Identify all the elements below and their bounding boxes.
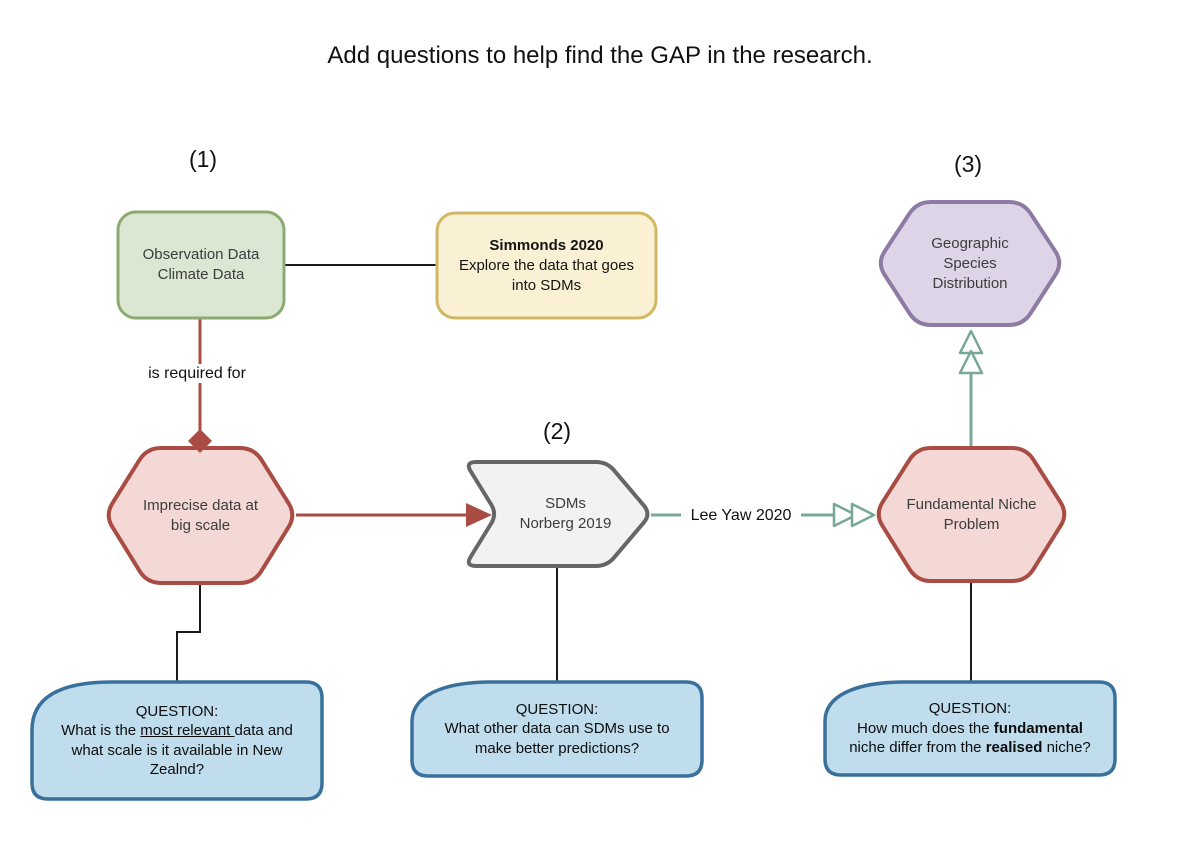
node-fundamental-hexagon: [876, 446, 1067, 583]
question-line: niche differ from the realised niche?: [849, 738, 1091, 758]
step-label-3: (3): [953, 151, 983, 177]
node-line: Species: [943, 254, 997, 272]
node-fundamental-text: Fundamental Niche Problem: [875, 448, 1068, 581]
question-text-part: niche differ from the: [849, 739, 986, 757]
node-line: Climate Data: [157, 266, 245, 283]
double-chevron-right-icon: [832, 502, 858, 528]
diagram-title: Add questions to help find the GAP in th…: [327, 42, 873, 69]
node-geographic-hexagon: [878, 200, 1062, 327]
node-simmonds-shape: [435, 211, 658, 320]
step-label-2: (2): [542, 418, 572, 444]
node-geographic-text: Geographic Species Distribution: [877, 202, 1063, 325]
question2-box: [410, 680, 704, 778]
node-line: Imprecise data at: [142, 496, 259, 514]
edge-label-is-required-for: is required for: [134, 364, 260, 383]
double-chevron-up-icon: [958, 349, 984, 375]
node-title-line: Simmonds 2020: [489, 236, 604, 254]
node-sdms-chevron: [466, 460, 650, 568]
node-line: Observation Data: [142, 246, 260, 263]
question-header: QUESTION:: [135, 702, 219, 720]
node-imprecise-text: Imprecise data at big scale: [105, 448, 296, 583]
shape-layer: [30, 200, 1117, 801]
node-line: Explore the data that goes: [458, 256, 635, 274]
node-line: big scale: [170, 516, 231, 534]
question-header: QUESTION:: [928, 700, 1012, 718]
double-chevron-right-icon: [850, 502, 876, 528]
edge-imprecise-to-question1: [176, 583, 201, 684]
node-line: Distribution: [932, 274, 1008, 292]
node-observation-data-text: Observation Data Climate Data: [118, 212, 284, 318]
question-text-bold: realised: [985, 739, 1043, 757]
question-text-bold: fundamental: [993, 719, 1083, 737]
question-line: How much does the fundamental: [857, 719, 1083, 739]
node-line: Fundamental Niche: [906, 495, 1037, 513]
node-simmonds-text: Simmonds 2020 Explore the data that goes…: [437, 213, 656, 318]
node-line: Problem: [943, 515, 1000, 533]
question2-text: QUESTION: What other data can SDMs use t…: [412, 682, 702, 776]
question-text-part: What is the: [61, 722, 141, 739]
node-sdms-text: SDMs Norberg 2019: [480, 462, 651, 566]
question1-text: QUESTION: What is the most relevant data…: [32, 682, 322, 799]
arrowhead-layer: [188, 329, 984, 528]
diamond-arrowhead-icon: [188, 429, 212, 453]
node-imprecise-hexagon: [106, 446, 295, 585]
question3-box: [823, 680, 1117, 777]
triangle-arrowhead-icon: [466, 503, 492, 527]
question-header: QUESTION:: [515, 700, 599, 718]
question-text-part: data and: [234, 722, 293, 739]
node-line: Norberg 2019: [519, 515, 612, 532]
question-text-part: How much does the: [857, 719, 994, 737]
question-text-underlined: most relevant: [140, 722, 235, 739]
question-text-part: niche?: [1042, 739, 1091, 757]
question-line: What is the most relevant data and: [61, 721, 293, 741]
question-line: What other data can SDMs use to: [444, 720, 670, 738]
node-line: SDMs: [545, 495, 586, 512]
question1-box: [30, 680, 324, 801]
question-line: what scale is it available in New: [71, 741, 283, 759]
node-observation-data-shape: [116, 210, 286, 320]
question3-text: QUESTION: How much does the fundamental …: [825, 682, 1115, 775]
double-chevron-up-icon: [958, 329, 984, 355]
edge-label-lee-yaw: Lee Yaw 2020: [681, 506, 801, 525]
question-line: Zealnd?: [149, 761, 205, 778]
step-label-1: (1): [188, 146, 218, 172]
node-line: into SDMs: [511, 276, 582, 294]
node-line: Geographic: [931, 234, 1009, 252]
question-line: make better predictions?: [474, 739, 640, 757]
